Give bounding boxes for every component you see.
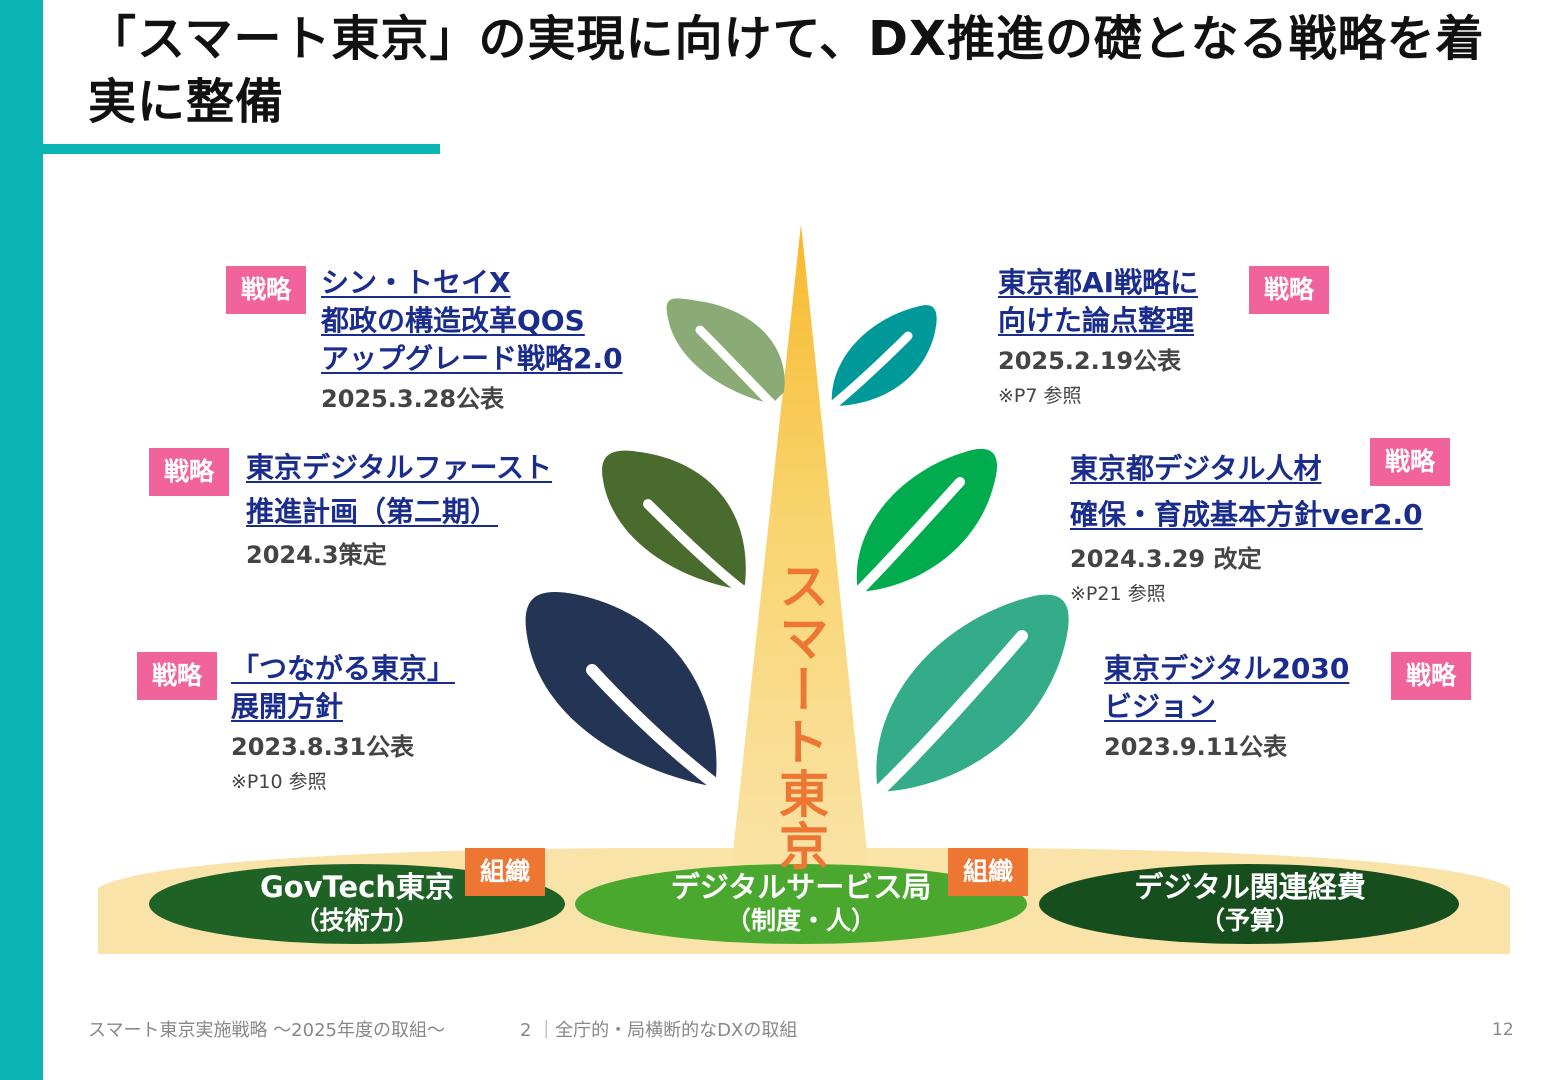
strategy-badge: 戦略	[226, 266, 306, 314]
foundation-dsb: デジタルサービス局 （制度・人）	[620, 870, 982, 938]
strategy-link[interactable]: ビジョン	[1104, 688, 1349, 726]
strategy-badge: 戦略	[1370, 438, 1450, 486]
strategy-item: シン・トセイX 都政の構造改革QOS アップグレード戦略2.0 2025.3.2…	[321, 264, 623, 416]
strategy-date: 2025.3.28公表	[321, 382, 623, 416]
trunk-label: スマート東京	[770, 560, 830, 872]
strategy-link[interactable]: 東京デジタルファースト	[246, 446, 552, 490]
leaf-top-left	[667, 298, 785, 404]
strategy-item: 東京デジタルファースト 推進計画（第二期） 2024.3策定	[246, 446, 552, 572]
strategy-link[interactable]: 展開方針	[231, 688, 455, 726]
leaf-mid-right	[857, 449, 997, 592]
strategy-link[interactable]: 推進計画（第二期）	[246, 490, 552, 534]
foundation-budget: デジタル関連経費 （予算）	[1090, 870, 1410, 938]
leaf-mid-left	[602, 451, 746, 590]
strategy-link[interactable]: 「つながる東京」	[231, 650, 455, 688]
strategy-badge: 戦略	[149, 448, 229, 496]
strategy-link[interactable]: 都政の構造改革QOS	[321, 302, 623, 340]
strategy-date: 2025.2.19公表	[998, 344, 1198, 378]
strategy-item: 東京都AI戦略に 向けた論点整理 2025.2.19公表 ※P7 参照	[998, 264, 1198, 410]
strategy-date: 2024.3.29 改定	[1070, 542, 1423, 576]
org-badge: 組織	[948, 848, 1028, 896]
strategy-link[interactable]: 確保・育成基本方針ver2.0	[1070, 492, 1423, 538]
strategy-badge: 戦略	[1391, 652, 1471, 700]
strategy-date: 2023.8.31公表	[231, 730, 455, 764]
leaf-low-left	[526, 592, 720, 788]
foundation-main: デジタルサービス局	[620, 870, 982, 904]
foundation-main: デジタル関連経費	[1090, 870, 1410, 904]
page-reference: ※P10 参照	[231, 768, 455, 796]
page-reference: ※P7 参照	[998, 382, 1198, 410]
page-reference: ※P21 参照	[1070, 580, 1423, 608]
strategy-date: 2024.3策定	[246, 538, 552, 572]
strategy-badge: 戦略	[1249, 266, 1329, 314]
footer-section: 2 ｜全庁的・局横断的なDXの取組	[520, 1016, 797, 1042]
strategy-link[interactable]: アップグレード戦略2.0	[321, 340, 623, 378]
strategy-link[interactable]: 向けた論点整理	[998, 302, 1198, 340]
page-number: 12	[1492, 1020, 1514, 1040]
foundation-sub: （制度・人）	[620, 904, 982, 938]
strategy-item: 「つながる東京」 展開方針 2023.8.31公表 ※P10 参照	[231, 650, 455, 796]
strategy-link[interactable]: 東京都AI戦略に	[998, 264, 1198, 302]
strategy-date: 2023.9.11公表	[1104, 730, 1349, 764]
footer-doc-title: スマート東京実施戦略 ～2025年度の取組～	[88, 1016, 445, 1042]
foundation-sub: （技術力）	[200, 904, 514, 938]
foundation-sub: （予算）	[1090, 904, 1410, 938]
strategy-item: 東京デジタル2030 ビジョン 2023.9.11公表	[1104, 650, 1349, 764]
strategy-link[interactable]: 東京デジタル2030	[1104, 650, 1349, 688]
strategy-badge: 戦略	[137, 652, 217, 700]
org-badge: 組織	[465, 848, 545, 896]
leaf-top-right	[832, 305, 937, 406]
leaf-low-right	[876, 595, 1068, 792]
strategy-link[interactable]: シン・トセイX	[321, 264, 623, 302]
